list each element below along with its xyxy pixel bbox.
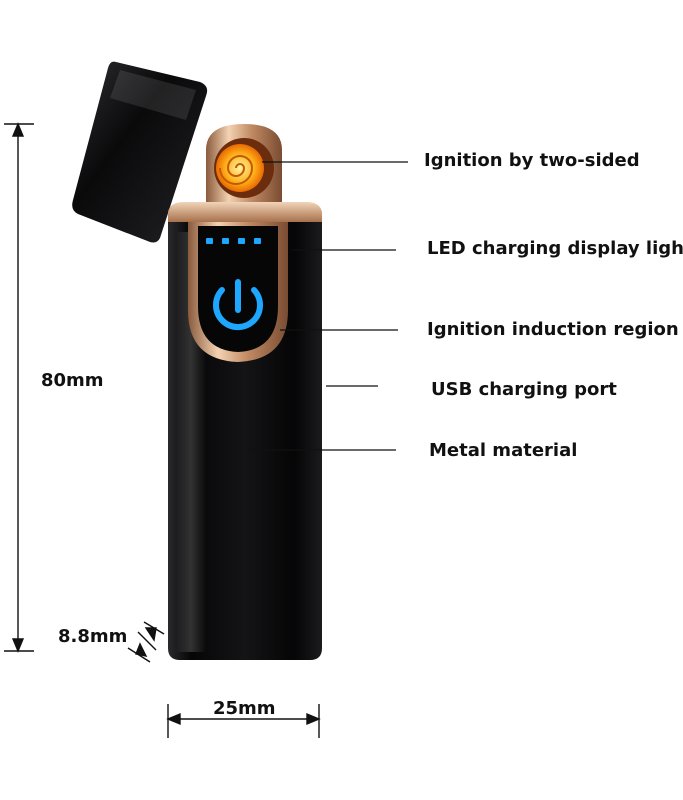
lighter-top-rim [168,202,322,222]
dimension-lines [4,122,321,738]
label-ignition: Ignition by two-sided [424,150,640,171]
callout-lines [248,161,408,451]
power-icon [213,279,263,331]
dimension-height-label: 80mm [41,370,104,391]
label-led-display: LED charging display light [427,238,683,259]
lighter-cap [72,61,208,243]
label-metal-material: Metal material [429,440,578,461]
dimension-depth-label: 8.8mm [58,626,128,647]
spiral-coil-icon [216,144,264,192]
led-indicator-dots [206,238,261,244]
label-usb-port: USB charging port [431,379,617,400]
depth-line [137,631,157,651]
ignition-head [206,124,282,206]
label-induction-region: Ignition induction region [427,319,679,340]
dimension-width-label: 25mm [213,698,276,719]
